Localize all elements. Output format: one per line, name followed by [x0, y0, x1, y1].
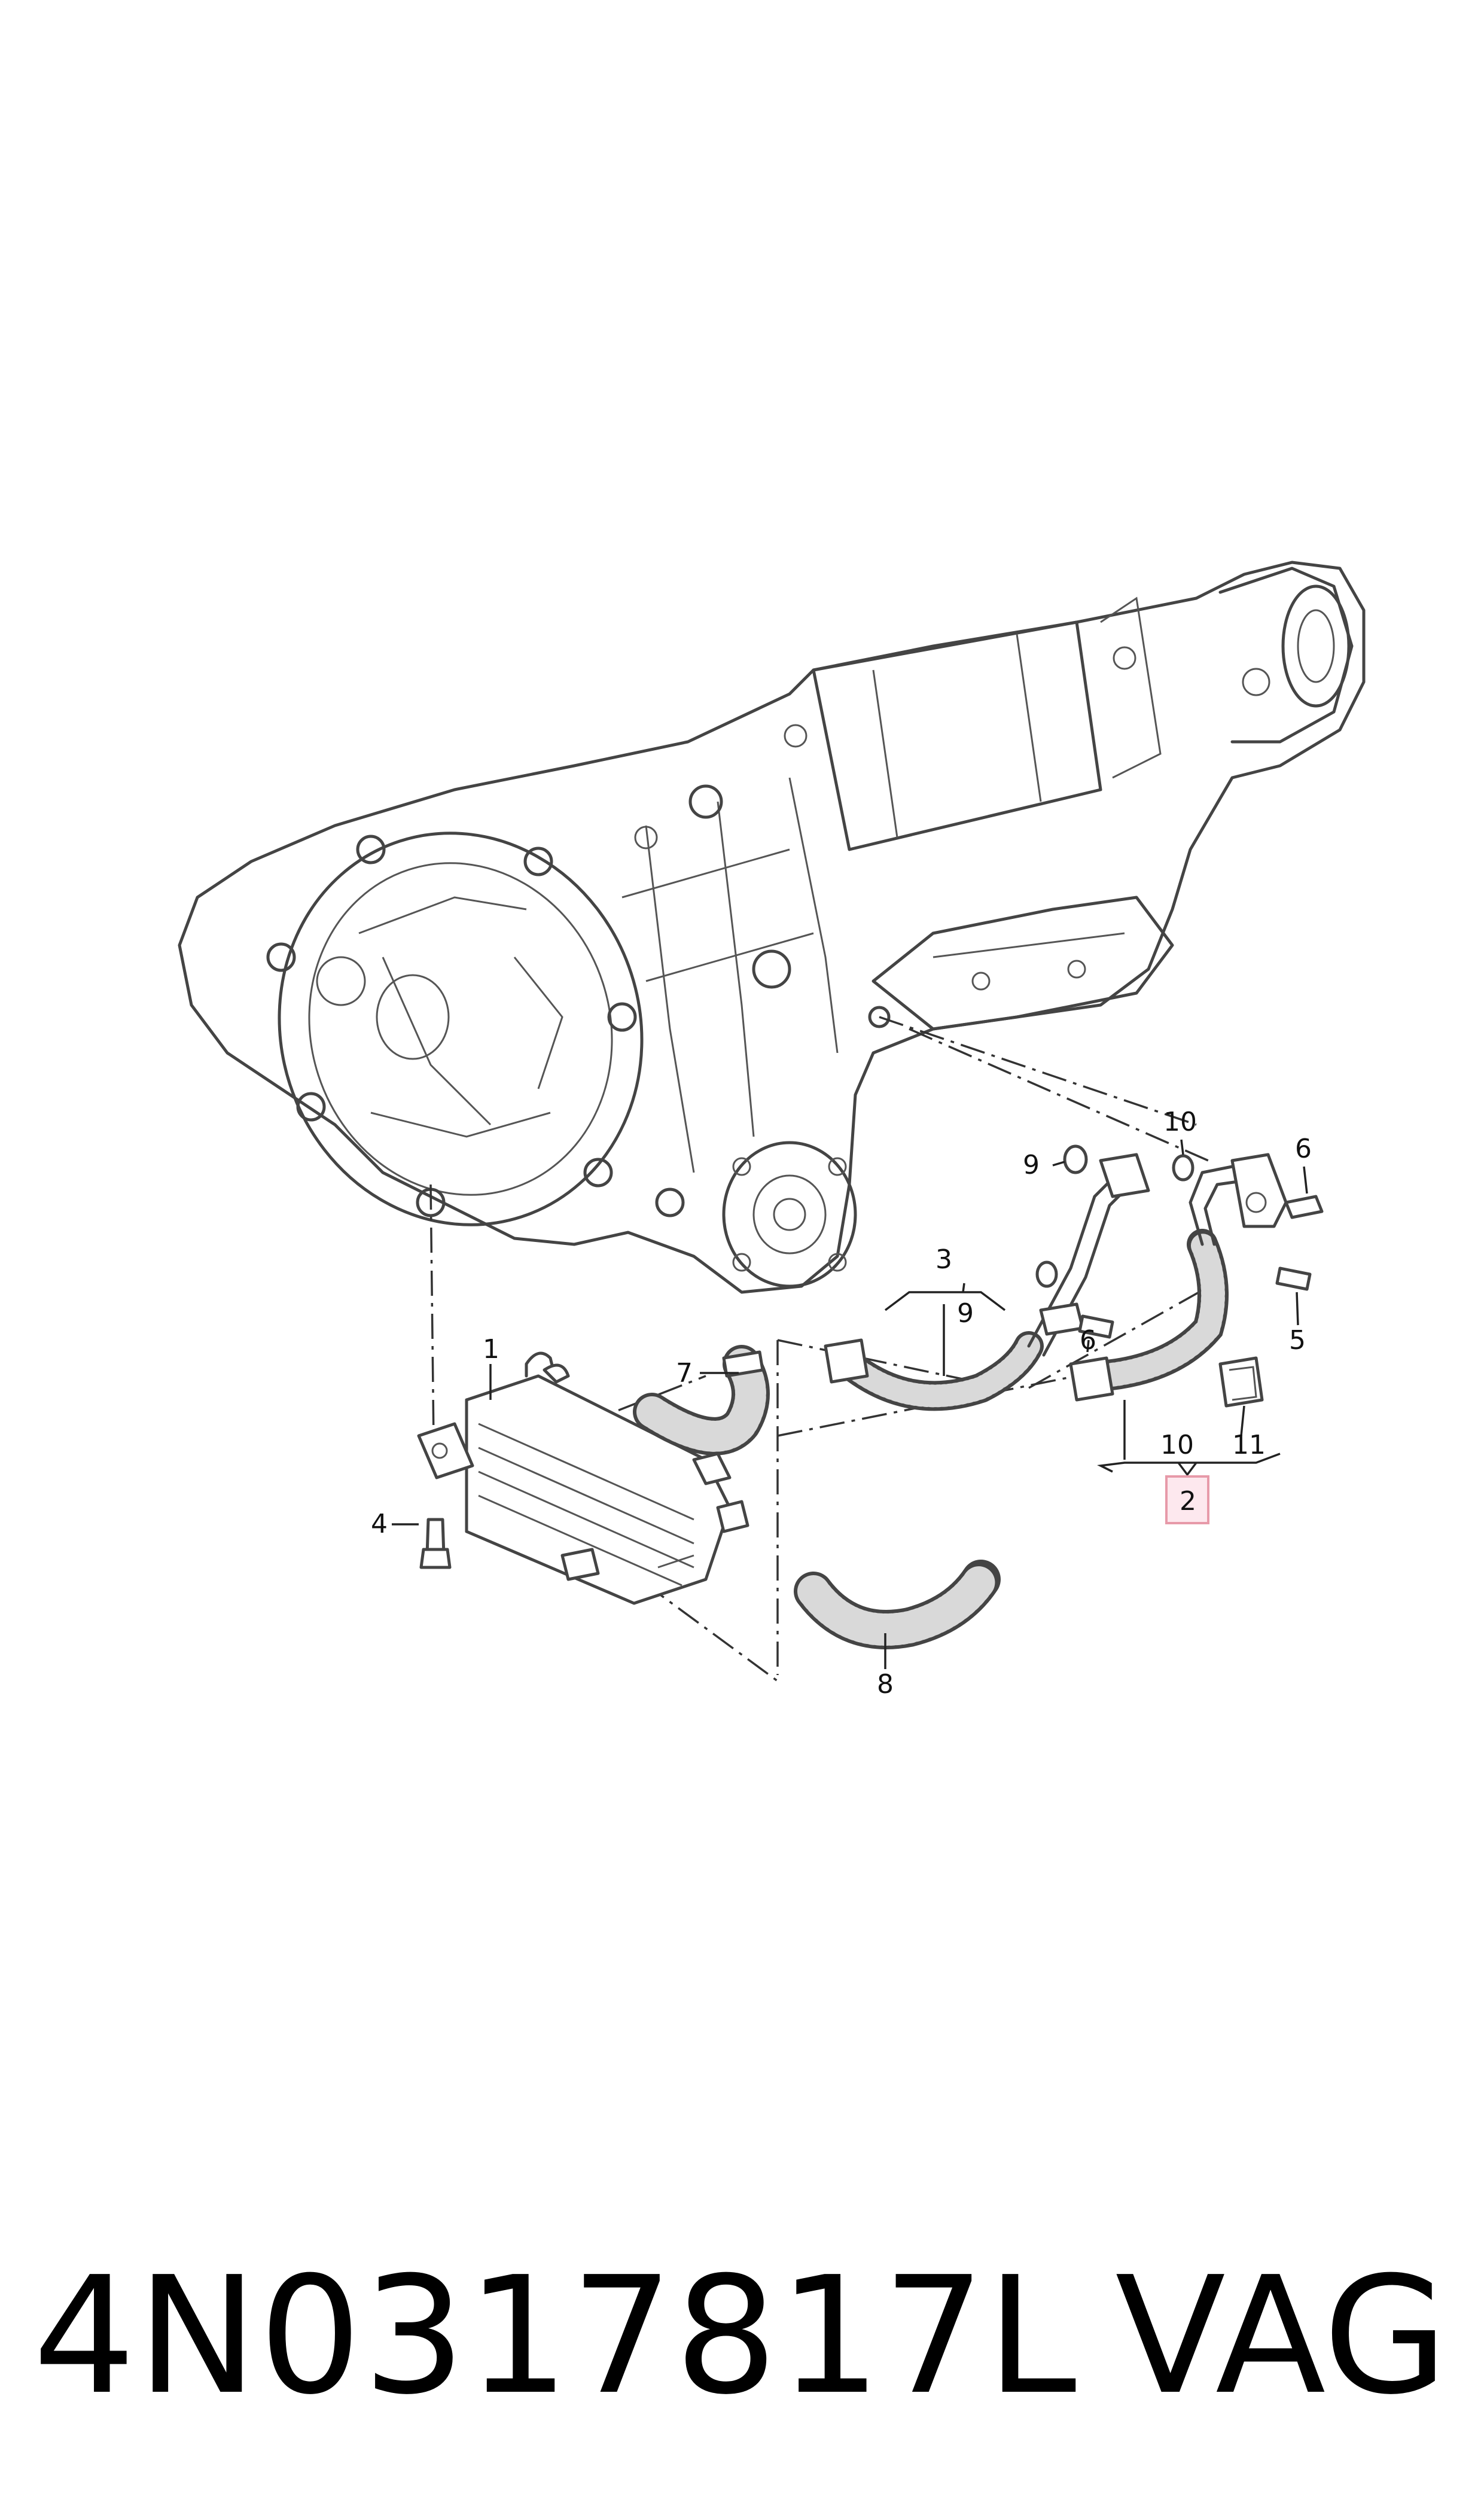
brand-label: VAG: [1115, 2242, 1448, 2430]
leader-lines: [392, 1139, 1308, 1669]
callout-6-upper: 6: [1295, 1134, 1312, 1164]
transmission-housing: [178, 561, 1366, 1294]
oil-pipe-2: [1069, 1153, 1288, 1402]
callout-3: 3: [936, 1244, 952, 1275]
exploded-parts-diagram: 1 4 7 8 3 9 9 10 6 5 6 10 11 2: [178, 561, 1366, 1700]
part-number: 4N0317817L: [33, 2242, 1078, 2430]
seal-ring-10-upper: [1172, 1154, 1194, 1182]
oil-pipe-3: [824, 1153, 1150, 1411]
callout-9-lower: 9: [957, 1298, 974, 1329]
bolt-6-upper: [1284, 1195, 1324, 1219]
callout-10-lower: 10: [1160, 1430, 1194, 1460]
bolt-4: [419, 1518, 452, 1569]
callout-11: 11: [1232, 1430, 1266, 1460]
callout-labels: 1 4 7 8 3 9 9 10 6 5 6 10 11: [371, 1107, 1312, 1700]
callout-5: 5: [1289, 1325, 1306, 1356]
bolt-5: [1275, 1266, 1312, 1291]
bracket-11: [1218, 1356, 1264, 1408]
highlighted-callout-2[interactable]: 2: [1165, 1475, 1209, 1524]
callout-7: 7: [676, 1358, 693, 1389]
footer: 4N0317817L VAG: [0, 2237, 1484, 2435]
callout-4: 4: [371, 1509, 388, 1539]
coolant-hose-7: [633, 1345, 770, 1456]
callout-9-upper: 9: [1023, 1150, 1040, 1180]
callout-6-lower: 6: [1080, 1325, 1096, 1356]
oil-cooler: [417, 1351, 749, 1605]
callout-8: 8: [877, 1669, 894, 1700]
seal-ring-9-lower: [1035, 1260, 1058, 1288]
callout-2: 2: [1180, 1486, 1196, 1517]
coolant-hose-8: [794, 1560, 1001, 1649]
callout-1: 1: [483, 1334, 499, 1365]
bolt-6-lower: [1078, 1314, 1114, 1339]
callout-10-upper: 10: [1163, 1107, 1197, 1137]
seal-ring-9-upper: [1063, 1144, 1088, 1174]
